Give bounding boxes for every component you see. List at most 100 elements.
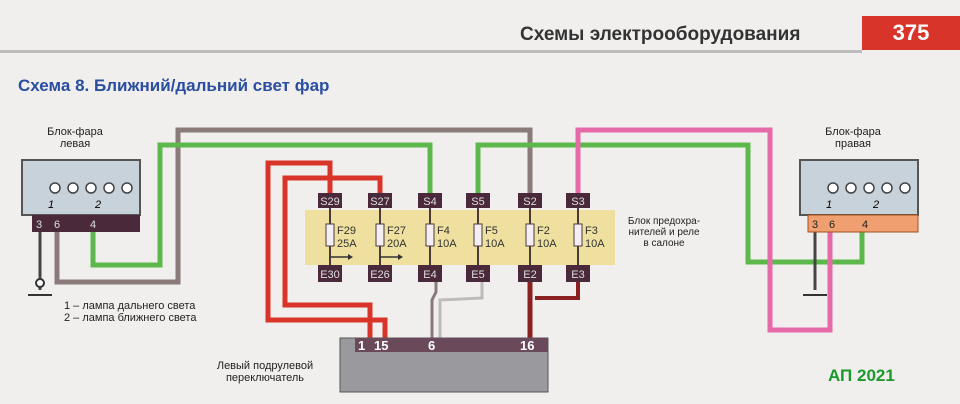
switch-pin: 16: [520, 338, 534, 353]
fuse-block-label-1: Блок предохра-: [627, 216, 701, 227]
fuse-text: 10A: [437, 238, 457, 250]
left-pin: 3: [36, 219, 42, 231]
fuse-bottom-terminal: [466, 265, 490, 282]
fuse-text: E4: [423, 269, 436, 281]
section-title: Схемы электрооборудования: [520, 24, 801, 45]
left-lamps: [49, 182, 133, 194]
right-headlamp-label-1: Блок-фара: [825, 126, 881, 138]
left-lamp-mark-1: 1: [48, 199, 54, 211]
fuse-icon: [325, 223, 335, 247]
fuse-icon: [473, 223, 483, 247]
fuse-top-terminal: [368, 193, 392, 208]
left-headlamp-label-2: левая: [59, 138, 91, 150]
wire-red-outer: [265, 160, 388, 338]
fuse-text: E3: [571, 269, 584, 281]
wire-white-switch: [438, 282, 484, 338]
fuse-bottom-terminal: [418, 265, 442, 282]
fuse-text: S27: [370, 196, 390, 208]
ground-symbol-left: [28, 278, 52, 296]
fuse-text: S4: [423, 196, 436, 208]
fuse-text: F27: [387, 225, 406, 237]
fuse-block-label-3: в салоне: [643, 238, 685, 249]
diagram-title: Схема 8. Ближний/дальний свет фар: [18, 76, 330, 95]
right-pin: 4: [862, 219, 868, 231]
fuse-icon: [525, 223, 535, 247]
fuse-text: 10A: [485, 238, 505, 250]
fuse-text: E30: [320, 269, 340, 281]
left-headlamp-label-1: Блок-фара: [47, 126, 103, 138]
right-lamp-mark-1: 1: [826, 199, 832, 211]
fuse-text: S2: [523, 196, 536, 208]
right-lamp-mark-2: 2: [872, 199, 879, 211]
fuse-text: S5: [471, 196, 484, 208]
fuse-text: E26: [370, 269, 390, 281]
wire-red-inner: [282, 175, 383, 338]
fuse-text: F3: [585, 225, 598, 237]
right-pin: 3: [812, 219, 818, 231]
fuse-bottom-terminal: [518, 265, 542, 282]
fuse-bottom-terminal: [318, 265, 342, 282]
fuse-block-label: Блок предохра- нителей и реле в салоне: [618, 216, 710, 249]
right-lamps: [827, 182, 911, 194]
fuse-text: F2: [537, 225, 550, 237]
wire-pink-right: [575, 127, 833, 333]
wire-gray-left: [54, 127, 533, 285]
legend-item-2: 2 – лампа ближнего света: [64, 312, 197, 324]
fuse-text: F5: [485, 225, 498, 237]
watermark: АП 2021: [828, 366, 895, 385]
header-divider: [0, 50, 862, 53]
fuse-text: F29: [337, 225, 356, 237]
fuse-top-terminal: [466, 193, 490, 208]
fuse-text: E5: [471, 269, 484, 281]
wire-green-left: [90, 142, 433, 268]
left-headlamp-label: Блок-фара левая: [30, 126, 120, 150]
fuse-top-terminal: [318, 193, 342, 208]
right-headlamp-body: [799, 159, 919, 216]
switch-pin: 1: [358, 338, 365, 353]
left-pin: 6: [54, 219, 60, 231]
left-pins: 3 6 4: [32, 215, 140, 232]
fuse-text: 20A: [387, 238, 407, 250]
fuse-top-terminal: [518, 193, 542, 208]
fuse-text: 25A: [337, 238, 357, 250]
switch-label: Левый подрулевой переключатель: [200, 360, 330, 384]
fuse-block: [305, 210, 615, 265]
wire-gray-switch: [430, 282, 438, 338]
switch-pin: 6: [428, 338, 435, 353]
fuse-icon: [573, 223, 583, 247]
fuse-text: 10A: [537, 238, 557, 250]
page-number: 375: [862, 16, 960, 50]
fuse-text: S29: [320, 196, 340, 208]
fuse-icon: [425, 223, 435, 247]
right-pins: 3 6 4: [807, 214, 919, 233]
fuse-bottom-terminal: [368, 265, 392, 282]
fuse-text: S3: [571, 196, 584, 208]
left-lamp-mark-2: 2: [94, 199, 101, 211]
right-headlamp-label-2: правая: [835, 138, 871, 150]
fuse-bottom-terminal: [566, 265, 590, 282]
wire-e3-switch: [535, 282, 580, 300]
legend: 1 – лампа дальнего света 2 – лампа ближн…: [64, 300, 196, 324]
legend-item-1: 1 – лампа дальнего света: [64, 300, 196, 312]
fuse-top-terminal: [418, 193, 442, 208]
fuse-text: F4: [437, 225, 450, 237]
switch-label-2: переключатель: [225, 372, 305, 384]
fuse-text: E2: [523, 269, 536, 281]
switch-pin: 15: [374, 338, 388, 353]
right-pin: 6: [829, 219, 835, 231]
fuse-top-terminal: [566, 193, 590, 208]
wire-green-right: [475, 142, 865, 265]
switch-pin-strip: [355, 338, 548, 352]
fuse-block-label-2: нителей и реле: [628, 227, 700, 238]
fuse-text: 10A: [585, 238, 605, 250]
right-headlamp-label: Блок-фара правая: [808, 126, 898, 150]
switch-label-1: Левый подрулевой: [216, 360, 314, 372]
left-pin: 4: [90, 219, 96, 231]
